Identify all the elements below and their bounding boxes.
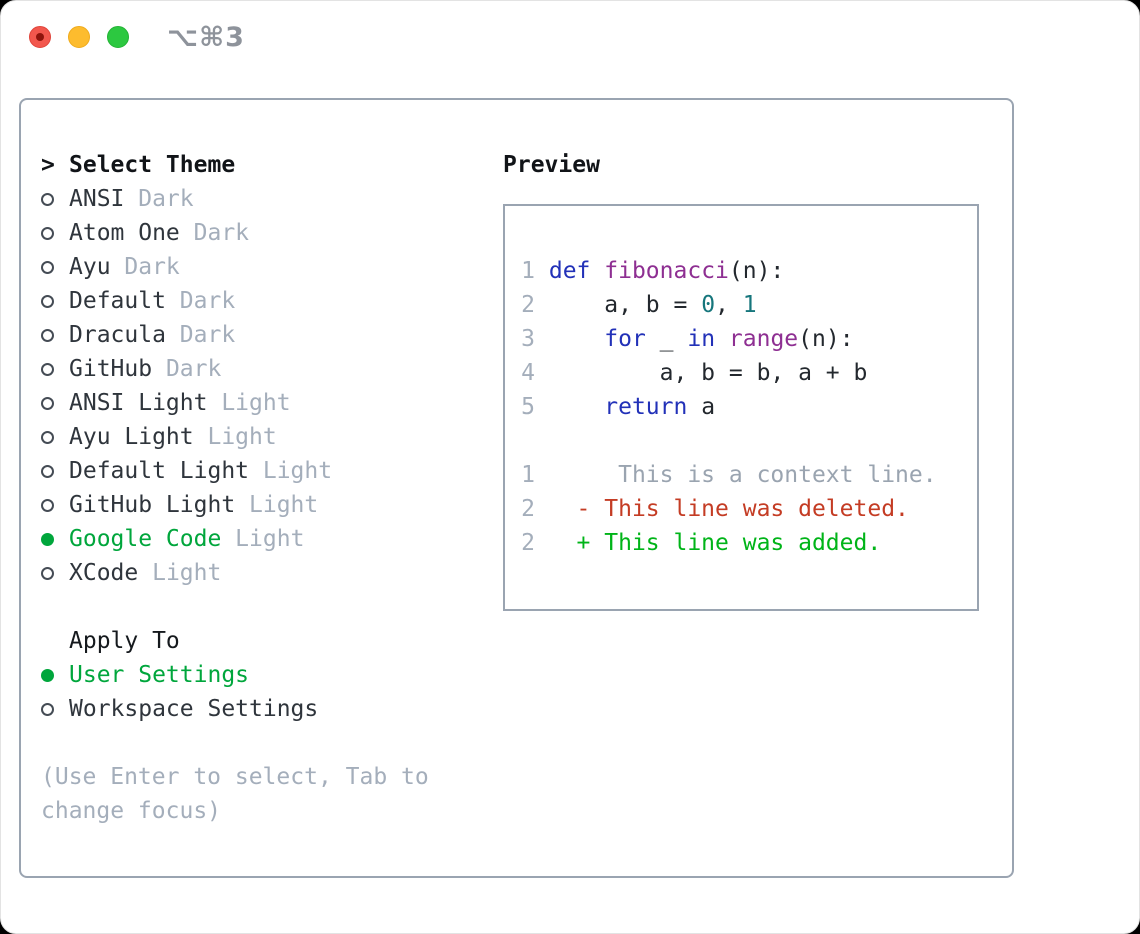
apply-option-workspace-settings[interactable]: Workspace Settings [41, 692, 503, 726]
code-line: 3 for _ in range(n): [521, 322, 977, 356]
theme-variant: Light [207, 390, 291, 416]
theme-option-ayu-light[interactable]: Ayu Light Light [41, 420, 503, 454]
line-number: 2 [521, 292, 535, 318]
preview-heading: Preview [503, 152, 600, 178]
theme-option-ansi[interactable]: ANSI Dark [41, 182, 503, 216]
theme-variant: Dark [179, 220, 250, 246]
apply-option-user-settings[interactable]: User Settings [41, 658, 503, 692]
radio-icon [41, 464, 54, 478]
select-theme-header: > Select Theme [41, 148, 503, 182]
preview-pane: Preview 1 def fibonacci(n):2 a, b = 0, 1… [503, 100, 1012, 876]
theme-option-dracula[interactable]: Dracula Dark [41, 318, 503, 352]
line-number: 2 [521, 530, 535, 556]
window-title: ⌥⌘3 [167, 22, 245, 53]
theme-variant: Light [193, 424, 277, 450]
line-number: 3 [521, 326, 535, 352]
theme-variant: Dark [124, 186, 194, 212]
code-line: 2 a, b = 0, 1 [521, 288, 977, 322]
theme-option-ansi-light[interactable]: ANSI Light Light [41, 386, 503, 420]
radio-selected-icon [41, 532, 54, 546]
line-number: 1 [521, 258, 535, 284]
radio-icon [41, 430, 54, 444]
radio-icon [41, 396, 54, 410]
theme-name: GitHub [69, 356, 153, 382]
code-line [521, 424, 977, 458]
apply-to-title: Apply To [69, 628, 180, 654]
theme-name: Ayu [69, 254, 111, 280]
theme-name: Default [69, 288, 166, 314]
apply-option-label: Workspace Settings [69, 696, 319, 722]
radio-icon [41, 498, 54, 512]
theme-option-default[interactable]: Default Dark [41, 284, 503, 318]
theme-option-atom-one[interactable]: Atom One Dark [41, 216, 503, 250]
theme-option-default-light[interactable]: Default Light Light [41, 454, 503, 488]
radio-icon [41, 226, 54, 240]
hint-line-1: (Use Enter to select, Tab to [41, 764, 429, 790]
theme-name: Ayu Light [69, 424, 194, 450]
hint-line-2: change focus) [41, 798, 222, 824]
theme-variant: Dark [110, 254, 180, 280]
line-number: 1 [521, 462, 535, 488]
line-number: 4 [521, 360, 535, 386]
prompt-caret-icon: > [41, 152, 55, 178]
theme-variant: Light [249, 458, 333, 484]
theme-variant: Dark [165, 288, 236, 314]
line-number: 2 [521, 496, 535, 522]
close-dot-icon [36, 33, 44, 41]
line-number: 5 [521, 394, 535, 420]
code-line: 1 This is a context line. [521, 458, 977, 492]
spacer [41, 590, 503, 624]
theme-name: Atom One [69, 220, 180, 246]
keyboard-hint: (Use Enter to select, Tab to change focu… [41, 760, 503, 828]
theme-option-github[interactable]: GitHub Dark [41, 352, 503, 386]
code-line: 4 a, b = b, a + b [521, 356, 977, 390]
code-line: 5 return a [521, 390, 977, 424]
theme-variant: Dark [165, 322, 236, 348]
theme-name: XCode [69, 560, 139, 586]
apply-option-label: User Settings [69, 662, 250, 688]
radio-selected-icon [41, 668, 54, 682]
code-line: 2 + This line was added. [521, 526, 977, 560]
theme-name: Google Code [69, 526, 222, 552]
theme-name: ANSI [69, 186, 125, 212]
radio-icon [41, 192, 54, 206]
title-bar: ⌥⌘3 [1, 1, 1139, 73]
theme-name: ANSI Light [69, 390, 208, 416]
radio-icon [41, 702, 54, 716]
radio-icon [41, 328, 54, 342]
radio-icon [41, 362, 54, 376]
theme-variant: Light [138, 560, 222, 586]
radio-icon [41, 566, 54, 580]
theme-name: Default Light [69, 458, 250, 484]
code-line: 1 def fibonacci(n): [521, 254, 977, 288]
maximize-button[interactable] [107, 26, 129, 48]
theme-variant: Light [221, 526, 305, 552]
close-button[interactable] [29, 26, 51, 48]
radio-icon [41, 294, 54, 308]
theme-variant: Light [235, 492, 319, 518]
theme-name: GitHub Light [69, 492, 236, 518]
code-line: 2 - This line was deleted. [521, 492, 977, 526]
select-theme-title: Select Theme [69, 152, 236, 178]
theme-option-google-code[interactable]: Google Code Light [41, 522, 503, 556]
theme-option-ayu[interactable]: Ayu Dark [41, 250, 503, 284]
theme-option-github-light[interactable]: GitHub Light Light [41, 488, 503, 522]
minimize-button[interactable] [68, 26, 90, 48]
theme-option-xcode[interactable]: XCode Light [41, 556, 503, 590]
theme-name: Dracula [69, 322, 166, 348]
radio-icon [41, 260, 54, 274]
spacer [41, 726, 503, 760]
theme-variant: Dark [152, 356, 222, 382]
apply-to-header: Apply To [41, 624, 503, 658]
